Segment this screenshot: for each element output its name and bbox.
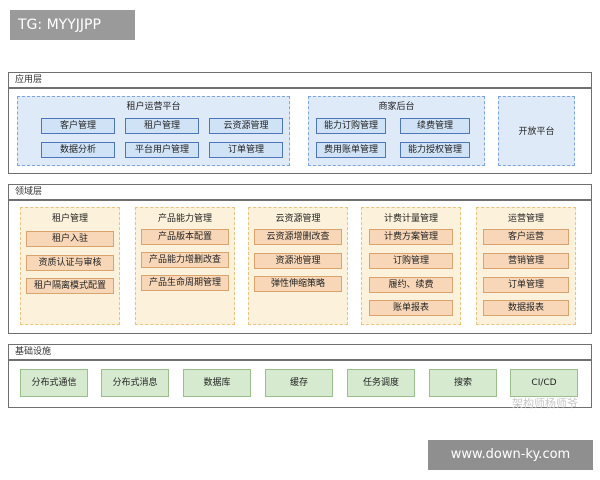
- order-management-domain-cell: 订单管理: [483, 277, 569, 293]
- subscription-management-cell: 订购管理: [369, 253, 453, 269]
- open-platform-box: 开放平台: [498, 96, 575, 166]
- resource-pool-management-cell: 资源池管理: [254, 253, 342, 269]
- domain-layer-label: 领域层: [8, 184, 592, 200]
- tag-label-top: TG: MYYJJPP: [10, 10, 135, 40]
- data-report-cell: 数据报表: [483, 300, 569, 316]
- qualification-review-cell: 资质认证与审核: [26, 255, 114, 271]
- cloud-resource-crud-cell: 云资源增删改查: [254, 229, 342, 245]
- database-cell: 数据库: [183, 369, 251, 397]
- capability-subscription-cell: 能力订购管理: [316, 118, 386, 134]
- operation-management-title: 运营管理: [507, 214, 544, 224]
- application-layer-label: 应用层: [8, 72, 592, 88]
- distributed-communication-cell: 分布式通信: [20, 369, 88, 397]
- platform-user-management-cell: 平台用户管理: [125, 142, 199, 158]
- bill-report-cell: 账单报表: [369, 300, 453, 316]
- search-cell: 搜索: [429, 369, 497, 397]
- customer-operation-cell: 客户运营: [483, 229, 569, 245]
- cloud-resource-management-cell: 云资源管理: [209, 118, 283, 134]
- marketing-management-cell: 营销管理: [483, 253, 569, 269]
- fulfillment-renewal-cell: 履约、续费: [369, 277, 453, 293]
- task-scheduling-cell: 任务调度: [347, 369, 415, 397]
- tenant-onboarding-cell: 租户入驻: [26, 231, 114, 247]
- ci-cd-cell: CI/CD: [510, 369, 578, 397]
- renewal-management-cell: 续费管理: [400, 118, 470, 134]
- elastic-scaling-policy-cell: 弹性伸缩策略: [254, 276, 342, 292]
- order-management-cell: 订单管理: [209, 142, 283, 158]
- tag-label-bottom: www.down-ky.com: [428, 440, 593, 470]
- data-analysis-cell: 数据分析: [41, 142, 115, 158]
- tenant-isolation-config-cell: 租户隔离模式配置: [26, 278, 114, 294]
- distributed-messaging-cell: 分布式消息: [101, 369, 169, 397]
- product-lifecycle-cell: 产品生命周期管理: [141, 275, 229, 291]
- billing-statement-cell: 费用账单管理: [316, 142, 386, 158]
- billing-plan-management-cell: 计费方案管理: [369, 229, 453, 245]
- merchant-backend-title: 商家后台: [378, 102, 415, 112]
- tenant-ops-platform-title: 租户运营平台: [126, 102, 181, 112]
- billing-metering-title: 计费计量管理: [383, 214, 438, 224]
- tenant-management-title: 租户管理: [51, 214, 88, 224]
- product-capability-crud-cell: 产品能力增删改查: [141, 252, 229, 268]
- product-version-config-cell: 产品版本配置: [141, 229, 229, 245]
- cloud-resource-title: 云资源管理: [275, 214, 321, 224]
- customer-management-cell: 客户管理: [41, 118, 115, 134]
- infrastructure-layer-label: 基础设施: [8, 344, 592, 360]
- product-capability-title: 产品能力管理: [157, 214, 212, 224]
- capability-authorization-cell: 能力授权管理: [400, 142, 470, 158]
- cache-cell: 缓存: [265, 369, 333, 397]
- watermark-text: 架构师杨师爷: [512, 397, 578, 410]
- tenant-management-cell: 租户管理: [125, 118, 199, 134]
